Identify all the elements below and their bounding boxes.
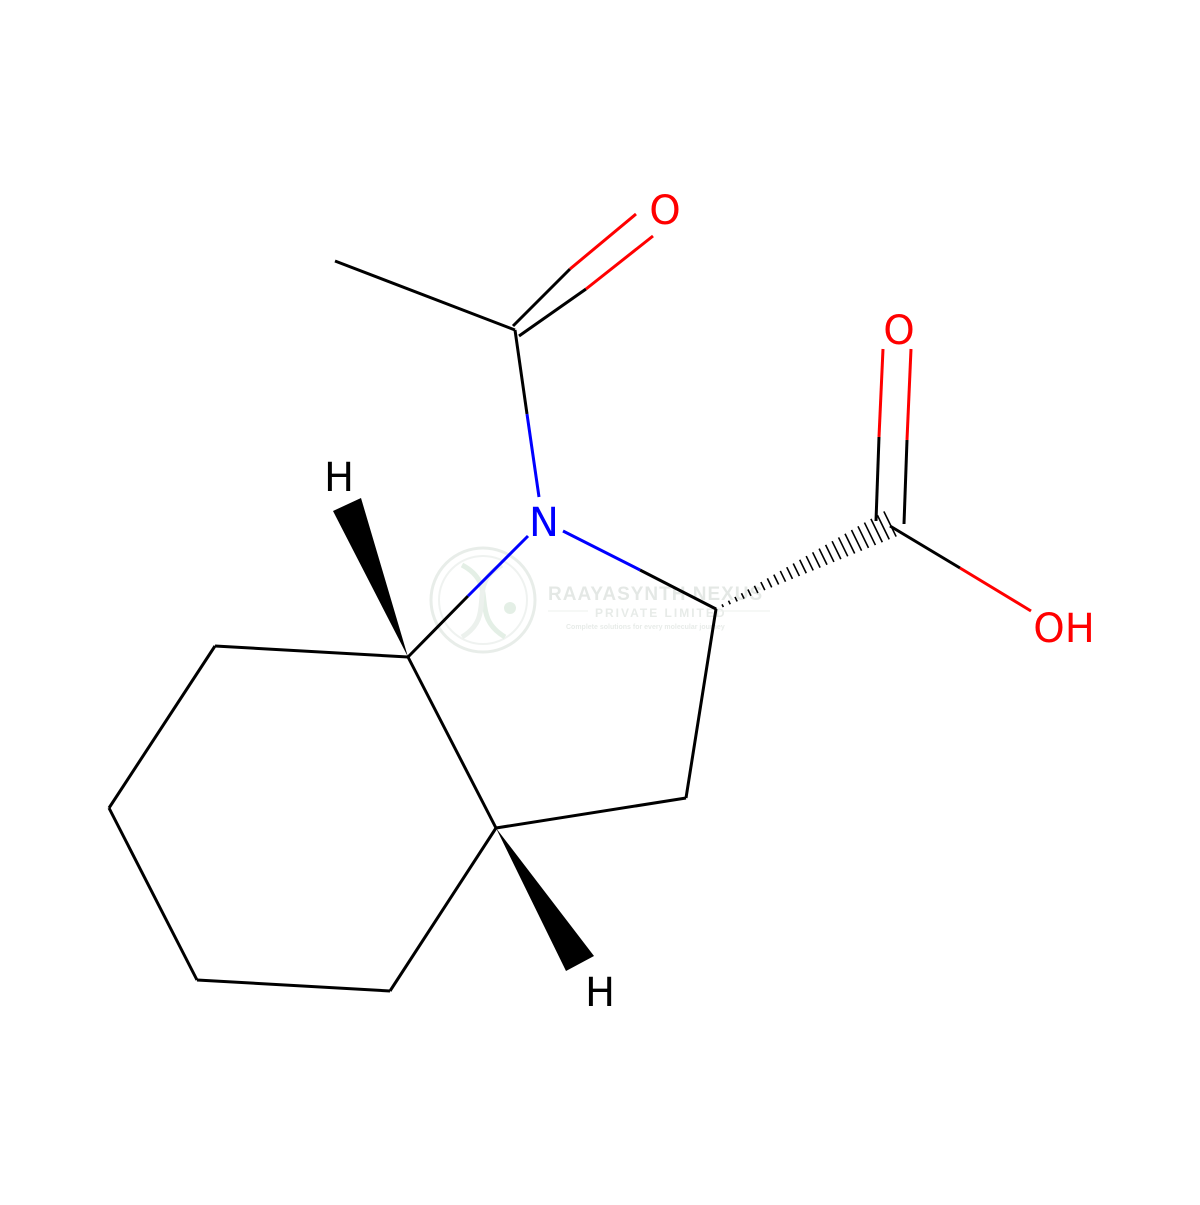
watermark-subtitle: PRIVATE LIMITED [595, 606, 727, 620]
bond-c7a-n-blue [466, 534, 530, 598]
hash-line [727, 600, 731, 605]
atom-ketone-oxygen: O [649, 188, 680, 234]
bond-cooh-oh-black [889, 524, 961, 570]
hash-line [876, 514, 890, 540]
hash-line [714, 607, 718, 611]
hash-line [850, 529, 863, 552]
bond-c3-c2 [684, 608, 718, 799]
hash-line [824, 544, 835, 563]
bond-acyl-o-inner-red [585, 234, 654, 291]
acetyl-group [334, 212, 654, 498]
hash-line [818, 548, 828, 566]
hash-line [844, 533, 856, 554]
bond-c7-c6 [107, 645, 217, 809]
hash-line [734, 596, 738, 602]
bond-acyl-methyl [334, 259, 516, 332]
wedge-bond-lower-h [496, 828, 594, 971]
bond-c4-c3a [388, 827, 498, 992]
bond-cooh-o-left-red [877, 348, 885, 438]
bond-c7a-n-black [406, 594, 470, 659]
hash-line [766, 578, 773, 588]
hash-line [721, 604, 725, 608]
hash-line [805, 555, 814, 571]
bond-n-acyl-blue [525, 413, 541, 498]
hash-line [747, 589, 752, 597]
bond-c2-n-black [639, 568, 717, 611]
atom-nitrogen: N [529, 500, 559, 546]
hash-line [760, 581, 766, 591]
atom-hydrogen-lower: H [585, 970, 615, 1016]
pyrrolidine-ring [406, 529, 718, 830]
hash-line [870, 518, 884, 543]
bond-c5-c4 [196, 978, 391, 993]
watermark: RAAYASYNTH NEXUS PRIVATE LIMITED Complet… [429, 546, 770, 654]
bond-acyl-o-outer-red [569, 212, 637, 271]
atom-acid-carbonyl-oxygen: O [883, 308, 914, 354]
atom-hydroxyl: OH [1033, 606, 1095, 652]
hashed-wedge-bond [714, 511, 897, 611]
bond-cooh-oh-red [959, 566, 1032, 613]
bond-c7a-c7 [214, 644, 409, 659]
watermark-company: RAAYASYNTH NEXUS [548, 584, 763, 605]
bond-acyl-o-outer-black [511, 267, 572, 328]
bond-c2-n-blue [562, 529, 641, 572]
atom-hydrogen-upper: H [324, 455, 354, 501]
hash-line [753, 585, 759, 594]
carboxyl-group [714, 348, 1032, 613]
hash-line [863, 522, 877, 546]
hash-line [883, 511, 897, 537]
hash-line [857, 525, 870, 549]
dna-helix-icon [429, 546, 537, 654]
hash-line [811, 551, 821, 568]
hash-line [798, 559, 808, 574]
bond-cooh-o-right-black [902, 439, 909, 525]
hash-line [740, 592, 745, 599]
wedge-bond-upper-h [333, 498, 408, 657]
hash-line [779, 570, 787, 583]
hash-line [786, 566, 794, 580]
cyclohexane-ring [107, 644, 498, 993]
bond-cooh-o-right-red [905, 348, 913, 441]
hash-line [792, 563, 801, 577]
bond-c3a-c3 [495, 796, 687, 830]
bond-c6-c5 [107, 807, 199, 981]
bond-acyl-o-inner-black [518, 287, 587, 338]
watermark-tagline: Complete solutions for every molecular j… [566, 624, 725, 631]
bond-c3a-c7a [406, 656, 498, 829]
hash-line [837, 537, 849, 557]
hash-line [773, 574, 780, 585]
bond-cooh-o-left-black [874, 436, 881, 522]
hash-line [831, 540, 842, 560]
bond-n-acyl-black [513, 329, 529, 415]
